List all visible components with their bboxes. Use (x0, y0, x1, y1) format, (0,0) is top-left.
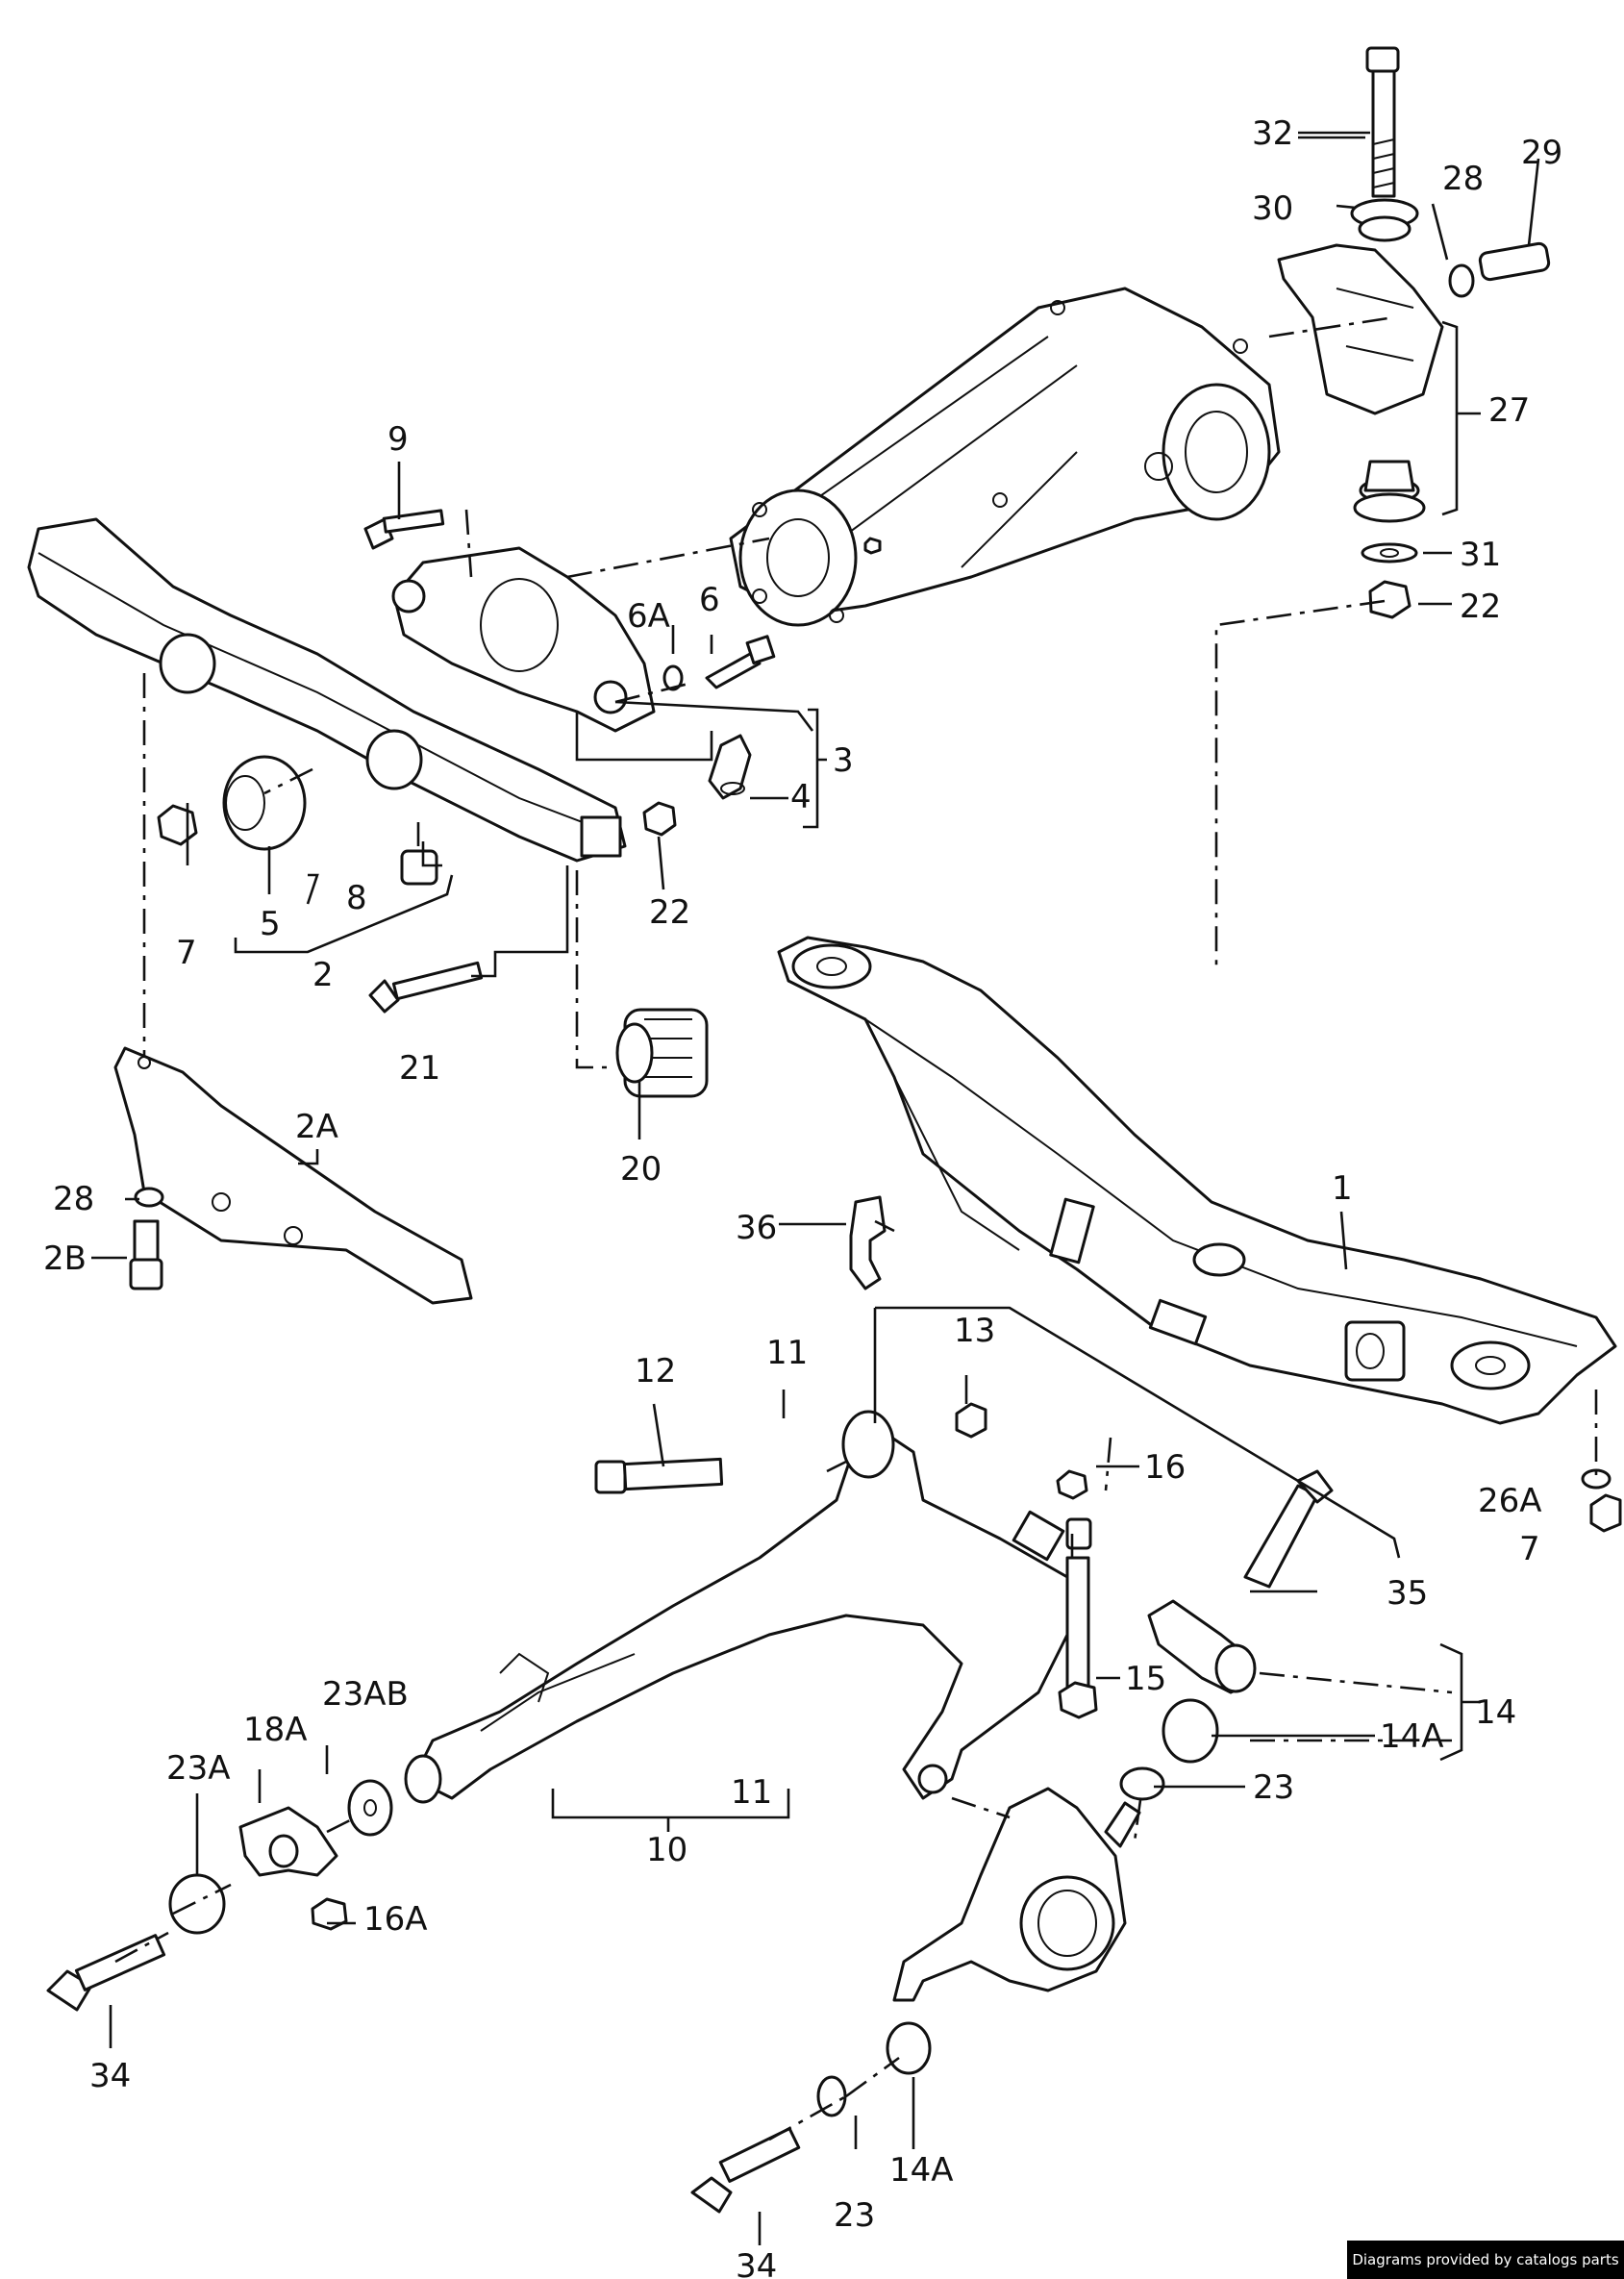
subframe (777, 936, 1617, 1425)
label-22-mid: 22 (649, 893, 690, 932)
label-2A: 2A (295, 1108, 338, 1146)
label-18A: 18A (243, 1711, 308, 1749)
label-7-left: 7 (176, 934, 197, 972)
label-22-top: 22 (1460, 588, 1501, 626)
label-35: 35 (1387, 1574, 1428, 1613)
link-14 (955, 1402, 1622, 1801)
wheel-bearing-housing (690, 1787, 1141, 2214)
label-26A: 26A (1478, 1482, 1542, 1520)
label-23-bottom: 23 (834, 2196, 875, 2235)
front-arm-hardware (46, 537, 882, 2012)
label-5: 5 (260, 905, 281, 943)
label-8: 8 (346, 879, 367, 917)
label-23A: 23A (166, 1749, 231, 1788)
label-10: 10 (646, 1831, 687, 1869)
support-plate (391, 546, 656, 733)
label-28-left: 28 (53, 1180, 94, 1218)
label-14A-bottom: 14A (889, 2151, 954, 2190)
label-1: 1 (1332, 1169, 1353, 1208)
label-3: 3 (833, 741, 854, 780)
label-4: 4 (790, 778, 812, 816)
label-7-right: 7 (1519, 1530, 1540, 1568)
label-36: 36 (736, 1209, 777, 1247)
label-30: 30 (1252, 189, 1293, 228)
label-21: 21 (399, 1049, 440, 1088)
label-13: 13 (954, 1312, 995, 1350)
leader-lines (91, 131, 1540, 2245)
label-2B: 2B (43, 1240, 87, 1278)
label-31: 31 (1460, 536, 1501, 574)
assembly-lines (114, 315, 1598, 2141)
part-labels: 32 30 28 29 27 31 22 9 6A 6 3 4 8 5 7 2 … (43, 114, 1562, 2279)
label-11-top: 11 (766, 1334, 808, 1372)
credit-banner: Diagrams provided by catalogs parts (1347, 2241, 1624, 2279)
label-29: 29 (1521, 134, 1562, 172)
label-23AB: 23AB (322, 1675, 409, 1714)
label-16A: 16A (363, 1900, 428, 1939)
bolts (363, 509, 776, 1494)
crossmember-left (27, 517, 627, 863)
label-20: 20 (620, 1150, 662, 1189)
label-12: 12 (635, 1352, 676, 1390)
label-2: 2 (312, 956, 334, 994)
label-27: 27 (1488, 391, 1530, 430)
label-14A-right: 14A (1380, 1717, 1444, 1756)
label-23-right: 23 (1253, 1768, 1294, 1807)
control-arm (404, 1410, 1079, 1804)
label-14: 14 (1475, 1693, 1516, 1732)
label-9: 9 (387, 420, 409, 459)
label-6: 6 (699, 581, 720, 619)
label-6A: 6A (627, 597, 670, 636)
label-11-bottom: 11 (731, 1773, 772, 1812)
label-32: 32 (1252, 114, 1293, 153)
differential-housing (729, 287, 1281, 627)
label-28-top: 28 (1442, 160, 1484, 198)
label-16: 16 (1144, 1448, 1186, 1487)
label-34-left: 34 (89, 2057, 131, 2095)
label-34-bottom: 34 (736, 2247, 777, 2279)
mounting-bracket-assembly (1277, 46, 1551, 619)
label-15: 15 (1125, 1660, 1166, 1698)
